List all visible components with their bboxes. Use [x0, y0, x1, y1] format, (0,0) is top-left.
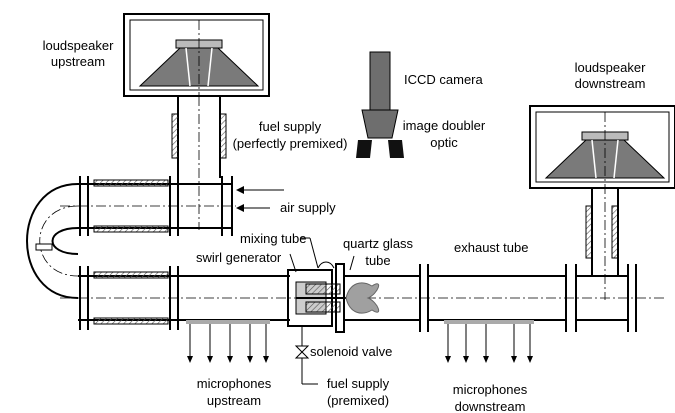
label-quartz-glass: quartz glass tube — [343, 236, 414, 268]
label-exhaust-tube: exhaust tube — [454, 240, 528, 255]
label-microphones-upstream-line1: microphones — [197, 376, 272, 391]
label-image-doubler-line1: image doubler — [403, 118, 486, 133]
u-bend — [26, 183, 79, 299]
leader-lines — [236, 186, 355, 273]
label-microphones-downstream: microphones downstream — [453, 382, 528, 413]
loudspeaker-downstream-box — [529, 105, 675, 300]
exhaust-tube — [419, 205, 637, 332]
quartz-glass-tube — [344, 275, 420, 321]
label-iccd-camera: ICCD camera — [404, 72, 484, 87]
label-fuel-supply-bottom-line2: (premixed) — [327, 393, 389, 408]
microphone-ports-upstream — [186, 320, 270, 363]
label-loudspeaker-upstream-line2: upstream — [51, 54, 105, 69]
label-quartz-glass-line1: quartz glass — [343, 236, 414, 251]
label-loudspeaker-downstream-line2: downstream — [575, 76, 646, 91]
burner-section — [287, 263, 346, 333]
label-solenoid-valve: solenoid valve — [310, 344, 392, 359]
upstream-duct — [60, 266, 665, 330]
label-fuel-supply-top-line2: (perfectly premixed) — [233, 136, 348, 151]
label-fuel-supply-top-line1: fuel supply — [259, 119, 322, 134]
fuel-line — [294, 326, 318, 385]
label-swirl-generator: swirl generator — [196, 250, 282, 265]
upper-pipe — [60, 176, 236, 236]
label-loudspeaker-upstream-line1: loudspeaker — [43, 38, 114, 53]
label-loudspeaker-downstream: loudspeaker downstream — [575, 60, 646, 91]
label-image-doubler-line2: optic — [430, 135, 458, 150]
label-microphones-downstream-line1: microphones — [453, 382, 528, 397]
label-microphones-upstream-line2: upstream — [207, 393, 261, 408]
label-fuel-supply-bottom-line1: fuel supply — [327, 376, 390, 391]
label-microphones-downstream-line2: downstream — [455, 399, 526, 413]
iccd-camera — [356, 51, 404, 158]
microphone-ports-downstream — [444, 320, 534, 363]
loudspeaker-upstream-box — [123, 13, 270, 97]
label-loudspeaker-upstream: loudspeaker upstream — [43, 38, 114, 69]
label-loudspeaker-downstream-line1: loudspeaker — [575, 60, 646, 75]
label-fuel-supply-bottom: fuel supply (premixed) — [327, 376, 390, 408]
label-quartz-glass-line2: tube — [365, 253, 390, 268]
label-air-supply: air supply — [280, 200, 336, 215]
label-image-doubler: image doubler optic — [403, 118, 486, 150]
label-microphones-upstream: microphones upstream — [197, 376, 272, 408]
upstream-speaker-neck — [171, 96, 227, 230]
label-mixing-tube: mixing tube — [240, 231, 306, 246]
label-fuel-supply-top: fuel supply (perfectly premixed) — [233, 119, 348, 151]
